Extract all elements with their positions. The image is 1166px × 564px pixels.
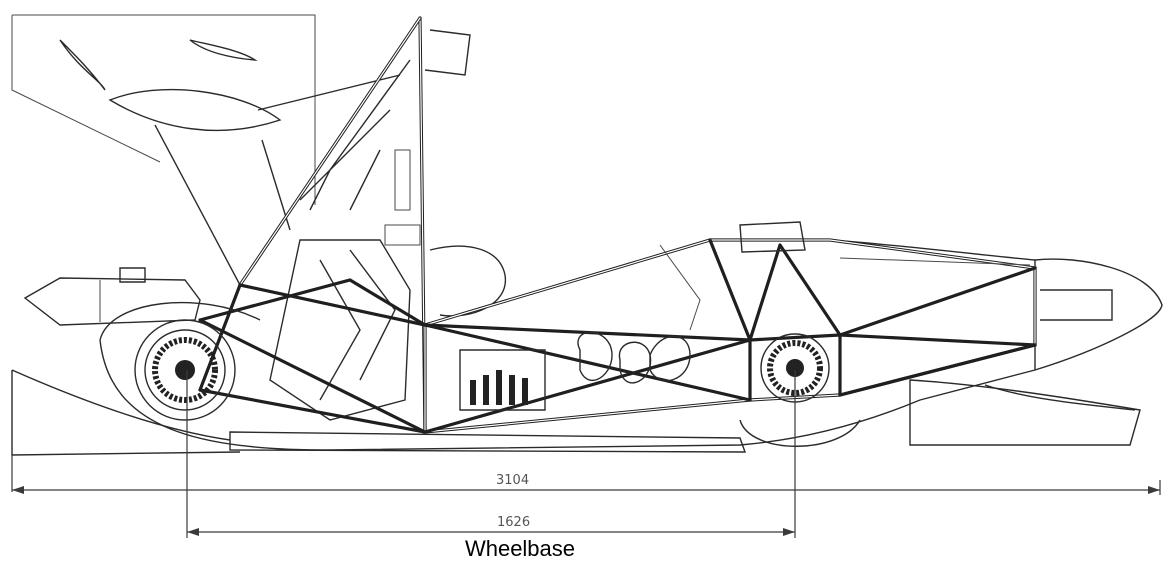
engine-block bbox=[269, 149, 421, 421]
wheelbase-caption: Wheelbase bbox=[464, 536, 576, 561]
overall-length-dimension: 3104 bbox=[11, 455, 1161, 495]
front-wing bbox=[909, 379, 1141, 446]
overall-length-label: 3104 bbox=[496, 473, 529, 488]
exhaust-muffler bbox=[23, 267, 201, 326]
cockpit-components bbox=[577, 221, 806, 384]
bodywork bbox=[99, 239, 1163, 451]
rear-wheel bbox=[99, 301, 261, 421]
front-wheel bbox=[739, 333, 861, 447]
wheelbase-value-label: 1626 bbox=[497, 515, 530, 530]
electronics-box bbox=[459, 349, 546, 411]
main-roll-hoop bbox=[238, 16, 471, 434]
wheelbase-dimension: 1626 bbox=[186, 370, 796, 538]
rear-wing bbox=[11, 14, 401, 286]
